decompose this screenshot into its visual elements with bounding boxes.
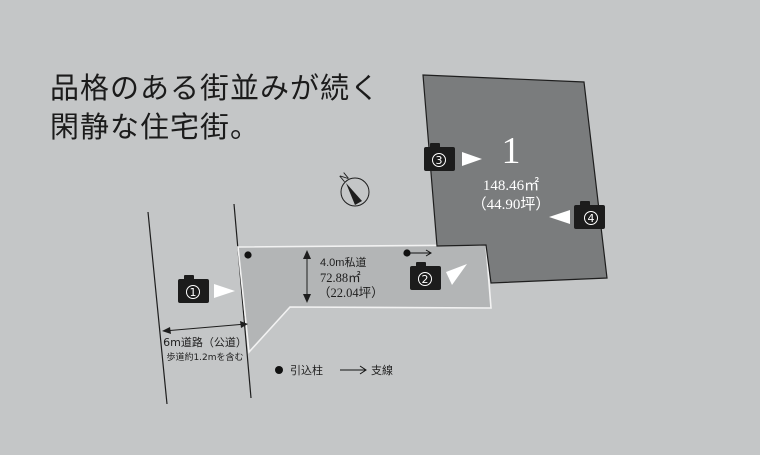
private-road-width: 4.0m私道 xyxy=(320,255,366,269)
branch-legend-arrow xyxy=(340,365,367,375)
photo-point-number: 1 xyxy=(190,286,197,299)
public-road-label: 6m道路（公道） xyxy=(163,335,247,349)
lot-area-tsubo: （44.90坪） xyxy=(472,196,551,213)
photo-point-number: 2 xyxy=(422,273,429,286)
public-road-edge-right xyxy=(233,203,252,399)
compass-north-icon: N xyxy=(338,171,370,207)
photo-point-4: 4 xyxy=(549,201,605,229)
public-road-edge-left xyxy=(147,211,168,405)
lot-area-sqm: 148.46㎡ xyxy=(483,177,539,194)
photo-point-number: 4 xyxy=(588,212,595,225)
private-road-area-tsubo: （22.04坪） xyxy=(318,286,384,300)
svg-text:N: N xyxy=(338,171,352,185)
lot-1-parcel xyxy=(422,74,608,284)
photo-point-2: 2 xyxy=(410,262,467,290)
legend-pole-label: 引込柱 xyxy=(290,363,323,377)
road-width-dimension xyxy=(303,250,311,303)
utility-pole-marker xyxy=(244,251,252,259)
legend-branch-label: 支線 xyxy=(371,363,393,377)
headline-line-2: 閑静な住宅街。 xyxy=(50,110,260,144)
public-road-note: 歩道約1.2mを含む xyxy=(166,351,243,363)
headline-line-1: 品格のある街並みが続く xyxy=(50,71,380,105)
pole-legend-dot xyxy=(275,366,283,374)
private-road-area-sqm: 72.88㎡ xyxy=(320,271,361,285)
public-road-width-dimension xyxy=(162,321,248,334)
utility-pole-with-branch xyxy=(403,249,432,257)
photo-point-1: 1 xyxy=(178,275,235,303)
lot-number: 1 xyxy=(502,130,521,172)
photo-point-number: 3 xyxy=(436,154,443,167)
photo-point-3: 3 xyxy=(424,143,482,171)
